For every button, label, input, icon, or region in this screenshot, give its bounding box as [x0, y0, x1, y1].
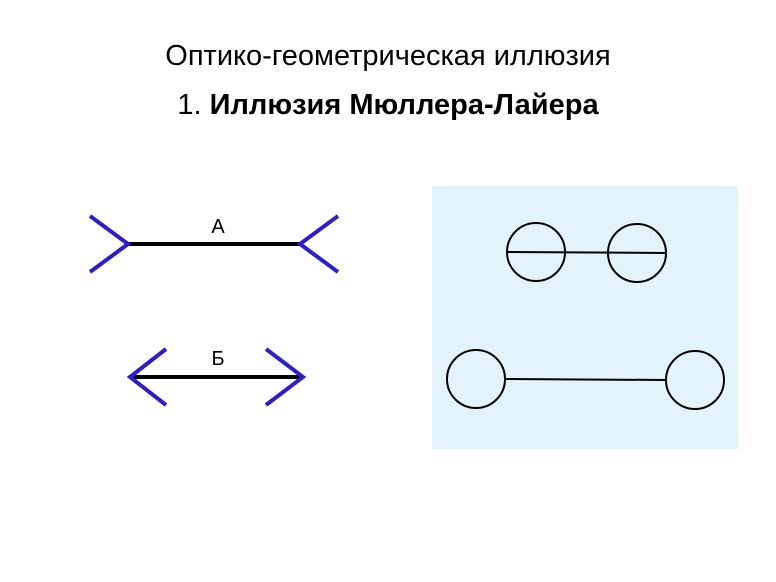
short-dumbbell-line: [506, 251, 667, 254]
label-a: А: [211, 216, 225, 238]
circles-illusion-figure: [432, 186, 738, 449]
short-dumbbell: [506, 222, 667, 283]
circles-figure-background: [432, 186, 738, 449]
line-a-group: А: [88, 214, 340, 274]
line-a-right-fins: [296, 214, 340, 274]
line-b-group: Б: [126, 347, 307, 407]
label-b: Б: [211, 348, 224, 370]
subtitle-number: 1.: [177, 89, 210, 121]
muller-lyer-arrows-figure: А Б: [88, 214, 340, 407]
line-b-right-fins: [264, 347, 307, 407]
long-dumbbell: [446, 349, 725, 410]
slide-subtitle: 1. Иллюзия Мюллера-Лайера: [0, 89, 776, 122]
subtitle-illusion-name: Иллюзия Мюллера-Лайера: [209, 89, 599, 121]
long-dumbbell-line: [504, 378, 667, 381]
line-b-left-fins: [126, 347, 168, 407]
slide-title: Оптико-геометрическая иллюзия: [0, 40, 776, 73]
line-a-left-fins: [88, 214, 132, 274]
title-line-1: Оптико-геометрическая иллюзия: [165, 40, 611, 72]
